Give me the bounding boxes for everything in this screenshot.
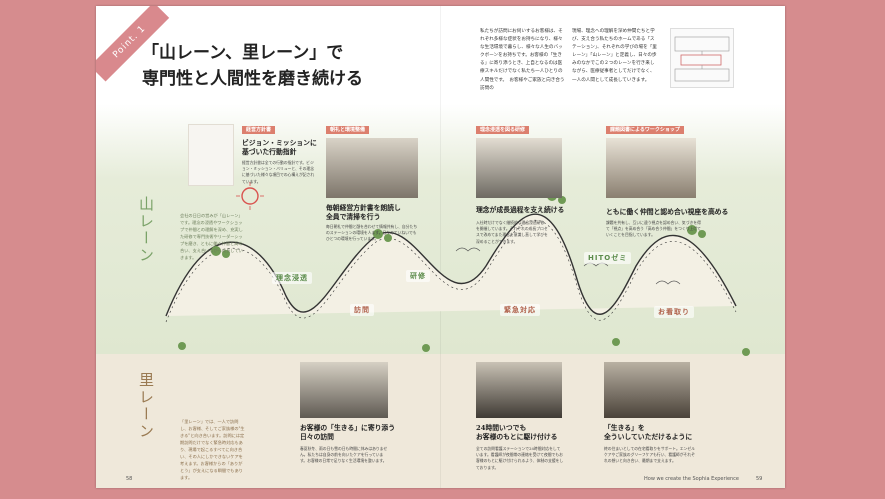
- yama-lane-label: 山レーン: [137, 196, 155, 264]
- intro-column-2: 現場、理念への理解を深め仲間たちと学び、支え合う私たちのホームである「ステーショ…: [572, 29, 657, 83]
- page-headline: 「山レーン、里レーン」で 専門性と人間性を磨き続ける: [142, 40, 363, 92]
- tag-choreki: 朝礼と環境整備: [326, 126, 370, 134]
- title-choreki: 毎朝経営方針書を朗読し 全員で清掃を行う: [326, 204, 401, 221]
- body-workshop: 課題を共有し、互いに違う視点を認め合い、気づきを得て「視点」を高め合う「高め合う…: [606, 220, 701, 238]
- body-kenshu: 入社時だけでなく継続的な理念浸透研修を開催しています。それぞれの成長プロセスで改…: [476, 220, 548, 244]
- pill-homon: 訪問: [350, 304, 374, 316]
- photo-kenshu: [476, 138, 562, 198]
- pill-kinkyu: 緊急対応: [500, 304, 540, 316]
- sato-lane-note: 「里レーン」では、一人で訪問し、お客様、そしてご家族様の"生きる"と向き合います…: [180, 419, 245, 480]
- body-homon: 春夏秋冬、雨の日も雪の日も時間に休みはありません。私たちは自身の前を向いたケアを…: [300, 446, 388, 464]
- headline-line-2: 専門性と人間性を磨き続ける: [142, 69, 363, 89]
- pill-rinen: 理念浸透: [272, 272, 312, 284]
- body-kinkyu: 全ての訪問看護ステーションで24時間対応をしています。看護師が夜間帯の連絡を受け…: [476, 446, 564, 470]
- pill-hito: HITOゼミ: [584, 252, 632, 264]
- body-mitori: 終の住まいとしての在宅看取りをサポート。エンゼルケアやご家族のグリーフケアも行い…: [604, 446, 695, 464]
- title-workshop: ともに働く仲間と認め合い視座を高める: [606, 208, 729, 216]
- pill-mitori: お看取り: [654, 306, 694, 318]
- title-keiei: ビジョン・ミッションに 基づいた行動指針: [242, 139, 317, 156]
- sato-lane-label: 里レーン: [137, 372, 155, 440]
- photo-homon: [300, 362, 388, 418]
- intro-column-1: 私たちが訪問にお伺いするお客様は、それぞれ多様な症状をお持ちになり、様々な生活環…: [480, 29, 565, 91]
- pill-kenshu: 研修: [406, 270, 430, 282]
- page-spine: [440, 6, 441, 488]
- title-mitori: 「生きる」を 全ういしていただけるように: [604, 424, 693, 441]
- photo-kinkyu: [476, 362, 562, 418]
- lane-diagram-thumbnail: [670, 28, 734, 88]
- body-choreki: 毎日朝礼で仲間と顔を合わせて情報共有し、自分たちのステーションの環境を人ます。日…: [326, 224, 418, 242]
- policy-book-image: [188, 124, 234, 186]
- body-keiei: 経営方針書は全ての行動の指針です。ビジョン・ミッション・バリューと、その理念に基…: [242, 160, 315, 184]
- headline-line-1: 「山レーン、里レーン」で: [142, 43, 344, 63]
- photo-mitori: [604, 362, 690, 418]
- magazine-spread: Point. 1 「山レーン、里レーン」で 専門性と人間性を磨き続ける 私たちが…: [96, 6, 785, 488]
- title-kenshu: 理念が成長過程を支え続ける: [476, 206, 565, 214]
- yama-lane-note: 会社の日日の営みが「山レーン」です。理念の浸透やワークショップで仲間との理解を深…: [180, 213, 243, 260]
- tag-keiei: 経営方針書: [242, 126, 276, 134]
- photo-choreki: [326, 138, 418, 198]
- title-kinkyu: 24時間いつでも お客様のもとに駆け付ける: [476, 424, 558, 441]
- photo-workshop: [606, 138, 696, 198]
- page-number-left: 58: [126, 476, 133, 482]
- tag-workshop: 課題図書によるワークショップ: [606, 126, 684, 134]
- tag-kenshu: 理念浸透を図る研修: [476, 126, 530, 134]
- title-homon: お客様の「生きる」に寄り添う 日々の訪問: [300, 424, 396, 441]
- hill-road-illustration: [165, 182, 750, 356]
- folio-right-text: How we create the Sophia Experience: [644, 476, 740, 482]
- page-number-right: 59: [756, 476, 763, 482]
